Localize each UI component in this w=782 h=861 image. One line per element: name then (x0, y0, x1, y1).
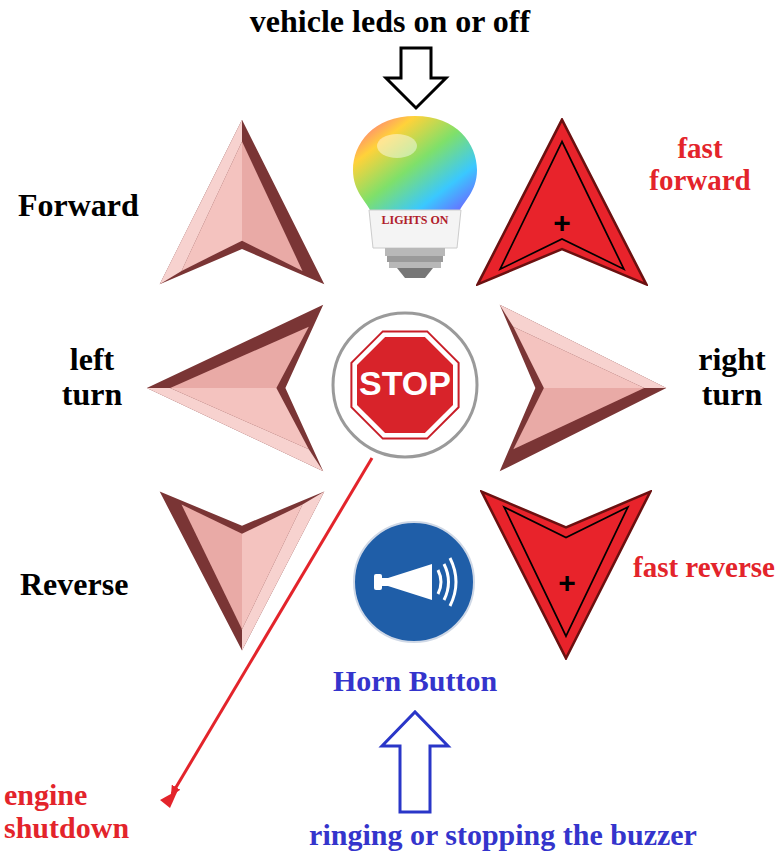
top-label: vehicle leds on or off (130, 4, 650, 39)
forward-button: Forward (158, 118, 326, 286)
plus-sign: + (547, 206, 577, 239)
arrow-button (498, 303, 668, 473)
light-bulb (345, 112, 485, 282)
reverse-button: Reverse (158, 490, 326, 652)
arrow-button (158, 490, 326, 652)
arrow-button (158, 118, 326, 286)
left-button: left turn (145, 303, 325, 473)
arrow-button (145, 303, 325, 473)
right-button: right turn (498, 303, 668, 473)
plus-sign: + (552, 566, 582, 599)
fast-reverse-button: +fast reverse (480, 490, 652, 660)
arrow-button (476, 118, 648, 286)
leader-line (172, 458, 372, 794)
arrow-head (160, 790, 178, 808)
button-label: fast reverse (630, 552, 778, 584)
bulb-button: LIGHTS ON (345, 112, 485, 282)
bulb-text: LIGHTS ON (368, 214, 462, 227)
hollow-arrow (382, 712, 448, 812)
button-label: left turn (44, 342, 140, 412)
button-label: fast forward (624, 133, 776, 197)
note-label: ringing or stopping the buzzer (228, 818, 778, 851)
stop-button: STOP (330, 310, 480, 460)
button-label: Forward (18, 188, 156, 223)
note-label: engine shutdown (4, 778, 154, 844)
button-label: Horn Button (284, 664, 546, 697)
button-label: Reverse (20, 567, 158, 602)
fast-forward-button: +fast forward (476, 118, 648, 286)
button-label: right turn (684, 342, 780, 412)
horn-icon (352, 520, 476, 644)
hollow-arrow (386, 48, 446, 108)
horn-button: Horn Button (352, 520, 476, 644)
stop-text: STOP (345, 365, 465, 402)
